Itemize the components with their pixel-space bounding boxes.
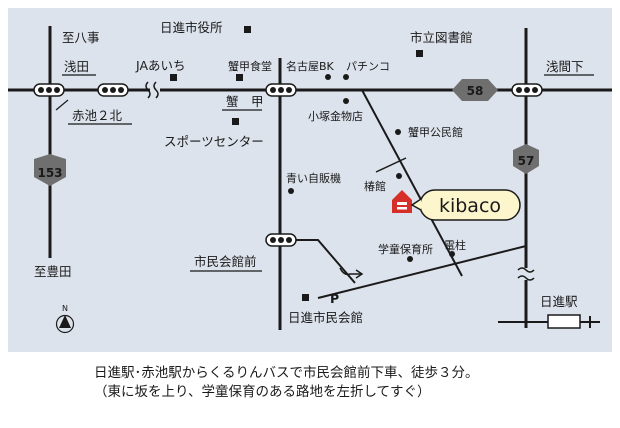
kibaco-badge-pointer [410,198,422,211]
traffic-signal-asada [97,83,129,97]
svg-text:58: 58 [467,84,484,98]
landmark-markers [170,26,455,301]
map-background [8,8,612,352]
kibaco-label: kibaco [439,195,501,217]
walking-arrow-head [355,269,364,279]
label-sports-center: スポーツセンター [164,134,264,149]
label-shiritsu-toshokan: 市立図書館 [410,30,473,45]
road-diagonal [361,89,463,277]
access-map: 153 58 57 kibaco N 日進市役所 市立図書館 至八事 浅田 JA… [8,8,612,352]
label-shi-minkaikan-mae: 市民会館前 [194,254,257,269]
label-tsubaki-kan: 椿館 [364,179,386,193]
label-itaru-toyota: 至豊田 [34,264,72,279]
label-kanikou: 蟹 甲 [226,94,264,109]
label-asada: 浅田 [64,59,89,74]
label-shi-minkaikan: 日進市民会館 [288,310,363,325]
traffic-signal-shiminkaikan-mae [265,233,297,247]
road-break-west [145,81,151,99]
marker-kouminkan [395,129,401,135]
caption-line-2: （東に坂を上り、学童保育のある路地を左折してすぐ） [94,384,431,400]
svg-text:N: N [62,304,68,313]
marker-gakudou [407,256,413,262]
marker-nagoya-bk [325,74,331,80]
marker-ja-aichi [170,74,177,81]
marker-sports-center [232,118,239,125]
marker-kozuka [343,98,349,104]
label-kozuka-kanamono: 小塚金物店 [308,109,363,123]
label-kanikou-shokudou: 蟹甲食堂 [228,59,272,73]
label-pachinko: パチンコ [346,60,390,73]
route-153-sign: 153 [34,154,66,186]
marker-denchuu [449,251,455,257]
road-break-west-2 [153,81,159,99]
walking-arrow [339,267,362,276]
marker-kanikou-shokudou [236,74,243,81]
road-gakudou-street [317,245,527,299]
north-arrow: N [55,304,75,334]
road-break-east-2 [517,275,535,281]
kibaco-house-icon [392,190,412,213]
marker-tsubaki [396,173,402,179]
svg-text:57: 57 [518,154,535,168]
label-gakudou-hoikusho: 学童保育所 [378,242,433,256]
route-58-sign: 58 [452,79,498,101]
label-nagoya-bk: 名古屋BK [286,59,335,73]
nisshin-station-building [547,314,581,329]
traffic-signal-asamashita [511,83,543,97]
marker-pachinko [343,74,349,80]
label-nisshin-eki: 日進駅 [540,294,578,309]
label-itaru-hachiji: 至八事 [62,30,100,45]
label-akaike-2-kita: 赤池２北 [72,108,123,123]
label-asamashita: 浅間下 [546,59,584,74]
access-caption: 日進駅･赤池駅からくるりんバスで市民会館前下車、徒歩３分。 （東に坂を上り、学童… [94,364,614,402]
side-street-tsubaki [375,157,407,173]
label-denchuu: 電柱 [444,238,466,252]
traffic-signal-akaike [33,83,65,97]
svg-text:153: 153 [37,166,62,180]
label-ja-aichi: JAあいち [135,58,186,73]
marker-toshokan [416,50,423,57]
label-shi-yakusho: 日進市役所 [160,20,223,35]
marker-shiyakusho [244,26,251,33]
label-parking: P [330,291,339,306]
route-57-sign: 57 [513,144,539,174]
intersection-underlines [55,74,594,272]
traffic-signal-kanikou [265,83,297,97]
caption-line-1: 日進駅･赤池駅からくるりんバスで市民会館前下車、徒歩３分。 [94,365,479,381]
label-aoi-jihanki: 青い自販機 [286,171,341,185]
road-break-east-1 [517,267,535,273]
map-labels: 日進市役所 市立図書館 至八事 浅田 JAあいち 蟹甲食堂 名古屋BK パチンコ… [34,20,584,325]
marker-aoi-jihanki [288,188,294,194]
marker-shiminkaikan [302,294,309,301]
label-kanikou-kouminkan: 蟹甲公民館 [408,125,463,139]
